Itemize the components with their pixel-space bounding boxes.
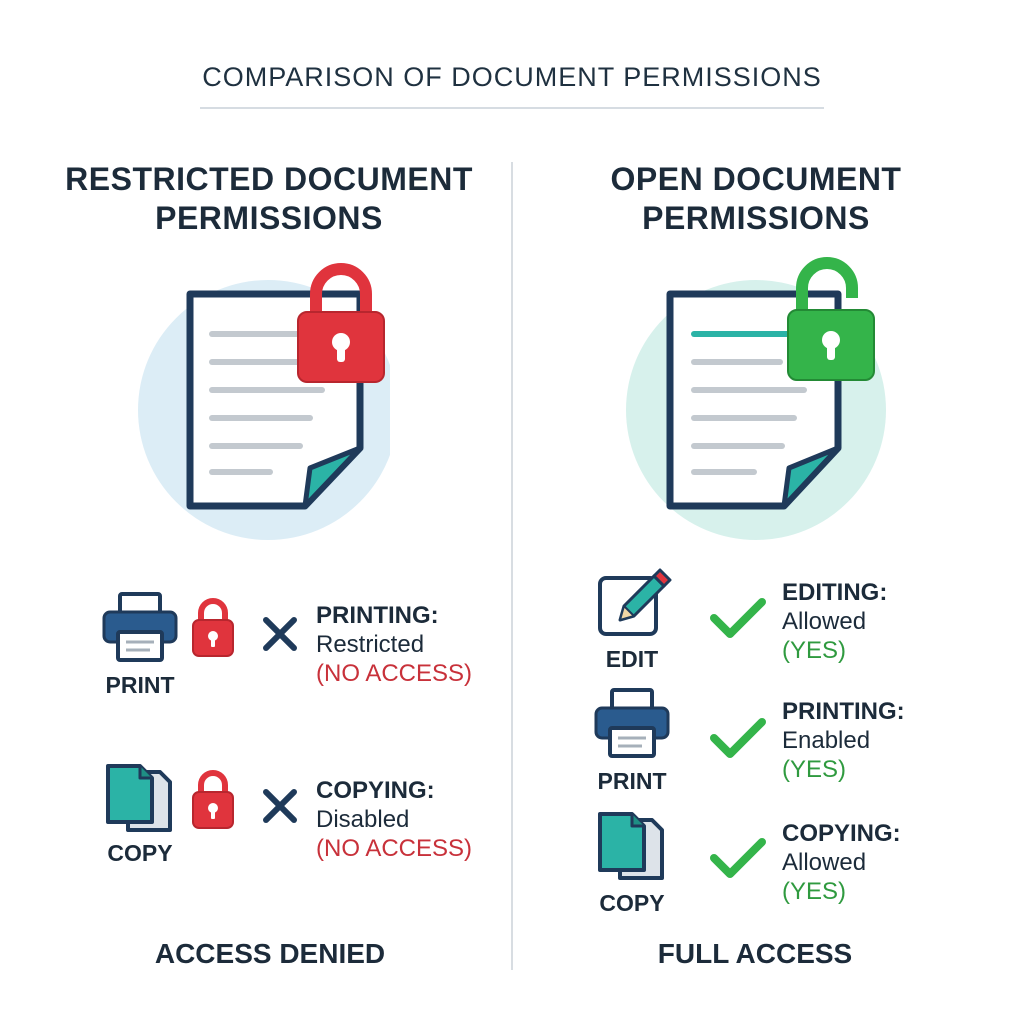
printer-icon (102, 592, 178, 662)
restricted-heading: RESTRICTED DOCUMENT PERMISSIONS (30, 160, 508, 238)
lock-icon (192, 770, 234, 829)
copy-icon (598, 812, 664, 880)
unlocked-document-icon (626, 257, 886, 540)
printing-open-status-state: Enabled (782, 727, 871, 754)
x-mark-icon (263, 617, 297, 651)
copy-icon (106, 764, 172, 832)
check-mark-icon (710, 718, 766, 758)
copy-label: COPY (107, 840, 173, 866)
editing-status-title: EDITING: (782, 579, 888, 606)
copying-open-status: COPYING: Allowed (YES) (782, 819, 901, 906)
print-label: PRINT (105, 672, 175, 698)
editing-status-state: Allowed (782, 608, 867, 635)
printer-icon (594, 688, 670, 758)
open-heading: OPEN DOCUMENT PERMISSIONS (516, 160, 996, 238)
open-heading-line2: PERMISSIONS (642, 200, 870, 236)
open-heading-line1: OPEN DOCUMENT (610, 161, 902, 197)
check-mark-icon (710, 598, 766, 638)
copying-status-result: (NO ACCESS) (316, 835, 473, 862)
printing-status-title: PRINTING: (316, 602, 439, 629)
edit-label: EDIT (605, 646, 659, 672)
page-title: COMPARISON OF DOCUMENT PERMISSIONS (202, 62, 822, 92)
restricted-heading-line2: PERMISSIONS (155, 200, 383, 236)
copying-open-status-state: Allowed (782, 849, 867, 876)
printing-open-status: PRINTING: Enabled (YES) (782, 697, 905, 784)
copying-open-status-title: COPYING: (782, 820, 901, 847)
printing-status: PRINTING: Restricted (NO ACCESS) (316, 601, 472, 688)
panel-divider (511, 162, 513, 970)
copying-status-title: COPYING: (316, 777, 435, 804)
access-denied-label: ACCESS DENIED (154, 938, 386, 969)
copying-status: COPYING: Disabled (NO ACCESS) (316, 776, 472, 863)
copying-open-status-result: (YES) (782, 878, 847, 905)
restricted-heading-line1: RESTRICTED DOCUMENT (65, 161, 473, 197)
check-mark-icon (710, 838, 766, 878)
print-label-open: PRINT (597, 768, 667, 794)
x-mark-icon (263, 789, 297, 823)
editing-status-result: (YES) (782, 637, 847, 664)
full-access-label: FULL ACCESS (657, 938, 853, 969)
copying-status-state: Disabled (316, 806, 410, 833)
copy-label-open: COPY (599, 890, 665, 916)
editing-status: EDITING: Allowed (YES) (782, 578, 887, 665)
printing-open-status-title: PRINTING: (782, 698, 905, 725)
lock-icon (192, 598, 234, 657)
edit-icon (598, 568, 672, 636)
locked-document-icon (138, 263, 390, 540)
printing-status-state: Restricted (316, 631, 425, 658)
printing-status-result: (NO ACCESS) (316, 660, 473, 687)
title-underline (200, 107, 824, 109)
printing-open-status-result: (YES) (782, 756, 847, 783)
